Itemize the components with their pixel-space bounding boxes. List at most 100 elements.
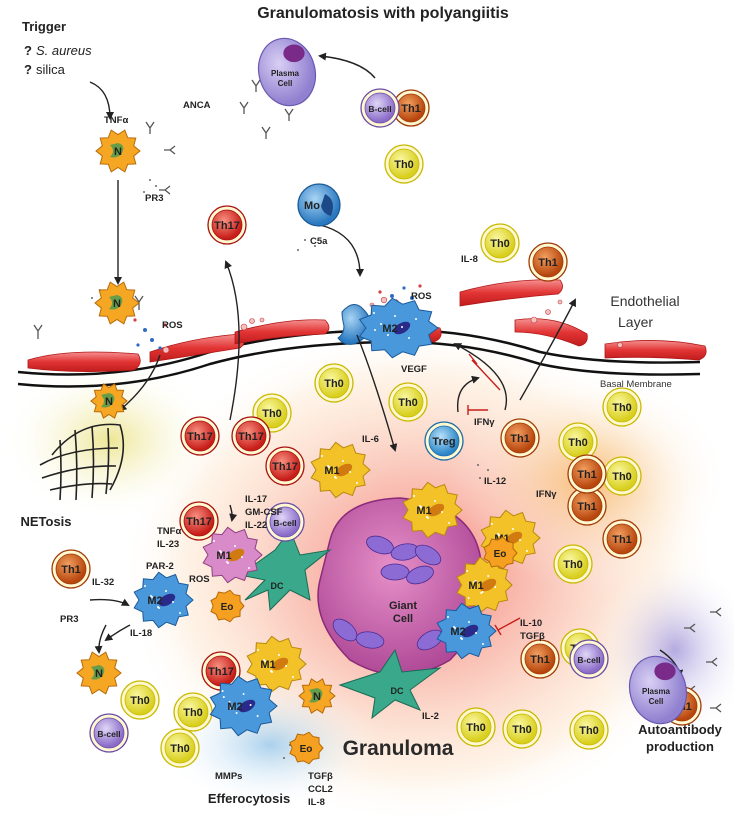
cytokine-label: TNFα — [157, 526, 181, 537]
neutrophil: N — [298, 678, 336, 714]
th1-label: Th1 — [577, 501, 597, 513]
antibodies — [33, 79, 722, 713]
m1-macrophage: M1 — [246, 635, 307, 693]
mo-label: Mo — [304, 200, 320, 212]
neutrophil: N — [94, 281, 140, 325]
cytokine-label: PR3 — [60, 614, 78, 625]
trigger-mark: ? — [24, 43, 32, 58]
th1-cell: Th1 — [520, 639, 560, 679]
monocyte: Mo — [297, 183, 341, 227]
cytokine-label: ANCA — [183, 100, 211, 111]
th0-label: Th0 — [512, 724, 532, 736]
th1-cell: Th1 — [51, 549, 91, 589]
cytokine-label: ROS — [411, 291, 432, 302]
cytokine-label: IL-23 — [157, 539, 179, 550]
eo-label: Eo — [300, 744, 313, 755]
th1-label: Th1 — [577, 469, 597, 481]
cytokine-label: PAR-2 — [146, 561, 174, 572]
m1p-label: M1 — [216, 550, 231, 562]
net-mesh — [39, 423, 125, 501]
th0-label: Th0 — [398, 397, 418, 409]
th0-label: Th0 — [612, 402, 632, 414]
th1-label: Th1 — [530, 654, 550, 666]
autoantibody-label: production — [646, 739, 714, 754]
eosinophil: Eo — [483, 536, 518, 570]
plasma-label: Plasma — [271, 69, 300, 78]
m1-label: M1 — [324, 465, 339, 477]
m1-label: M1 — [468, 580, 483, 592]
m2-label: M2 — [382, 323, 397, 335]
th1-label: Th1 — [401, 103, 421, 115]
autoantibody-glow — [595, 560, 734, 740]
th0-label: Th0 — [324, 378, 344, 390]
netosis-label: NETosis — [20, 514, 71, 529]
n-label: N — [313, 691, 321, 703]
cytokine-label: PR3 — [145, 193, 163, 204]
th0-cell: Th0 — [602, 387, 642, 427]
th0-cell: Th0 — [160, 728, 200, 768]
eosinophil: Eo — [289, 731, 324, 765]
th0-label: Th0 — [563, 559, 583, 571]
trigger-item: silica — [36, 62, 66, 77]
th0-label: Th0 — [579, 725, 599, 737]
m2-macrophage: M2 — [209, 675, 278, 737]
th0-cell: Th0 — [173, 692, 213, 732]
bcell-label: B-cell — [368, 104, 391, 114]
eo-label: Eo — [494, 549, 507, 560]
th0-label: Th0 — [394, 159, 414, 171]
m2-macrophage: M2 — [133, 571, 194, 629]
th0-cell: Th0 — [480, 223, 520, 263]
eo-label: Eo — [221, 602, 234, 613]
th0-cell: Th0 — [384, 144, 424, 184]
bcell-cell: B-cell — [265, 502, 305, 542]
th0-label: Th0 — [490, 238, 510, 250]
cytokine-label: GM-CSF — [245, 507, 283, 518]
th1-cell: Th1 — [602, 519, 642, 559]
cytokine-label: TNFα — [104, 115, 128, 126]
cytokine-label: IL-6 — [362, 434, 379, 445]
th17-label: Th17 — [272, 461, 298, 473]
m1-macrophage: M1 — [402, 481, 463, 539]
cytokine-label: TGFβ — [520, 631, 545, 642]
neutrophil: N — [90, 383, 128, 419]
cytokine-label: CCL2 — [308, 784, 333, 795]
th17-cell: Th17 — [231, 416, 271, 456]
th0-label: Th0 — [262, 408, 282, 420]
granuloma-label: Granuloma — [343, 737, 454, 760]
dendritic-cells — [238, 528, 442, 720]
cytokine-label: ROS — [189, 574, 210, 585]
cytokine-label: IL-8 — [308, 797, 325, 808]
basal-membrane-label: Basal Membrane — [600, 379, 672, 390]
autoantibody-label: Autoantibody — [638, 722, 723, 737]
dc-label: DC — [271, 581, 284, 591]
th17-cell: Th17 — [207, 205, 247, 245]
th17-label: Th17 — [187, 431, 213, 443]
cytokine-label: IL-2 — [422, 711, 439, 722]
th17-cell: Th17 — [201, 651, 241, 691]
th17-label: Th17 — [208, 666, 234, 678]
th0-cell: Th0 — [388, 382, 428, 422]
th0-cell: Th0 — [558, 422, 598, 462]
plasma-label: Cell — [649, 697, 664, 706]
cytokine-label: IFNγ — [536, 489, 557, 500]
cytokine-label: IL-32 — [92, 577, 114, 588]
treg-cell: Treg — [424, 421, 464, 461]
th1-cell: Th1 — [567, 454, 607, 494]
m1-label: M1 — [416, 505, 431, 517]
m2-label: M2 — [450, 626, 465, 638]
eosinophil: Eo — [210, 589, 245, 623]
neutrophil: N — [76, 651, 122, 695]
bcell-label: B-cell — [273, 518, 296, 528]
treg-label: Treg — [432, 436, 455, 448]
th17-cell: Th17 — [265, 446, 305, 486]
n-label: N — [95, 668, 103, 680]
cytokine-label: IFNγ — [474, 417, 495, 428]
th17-cell: Th17 — [180, 416, 220, 456]
n-label: N — [114, 146, 122, 158]
th0-label: Th0 — [612, 471, 632, 483]
layer-label: Layer — [618, 314, 653, 330]
